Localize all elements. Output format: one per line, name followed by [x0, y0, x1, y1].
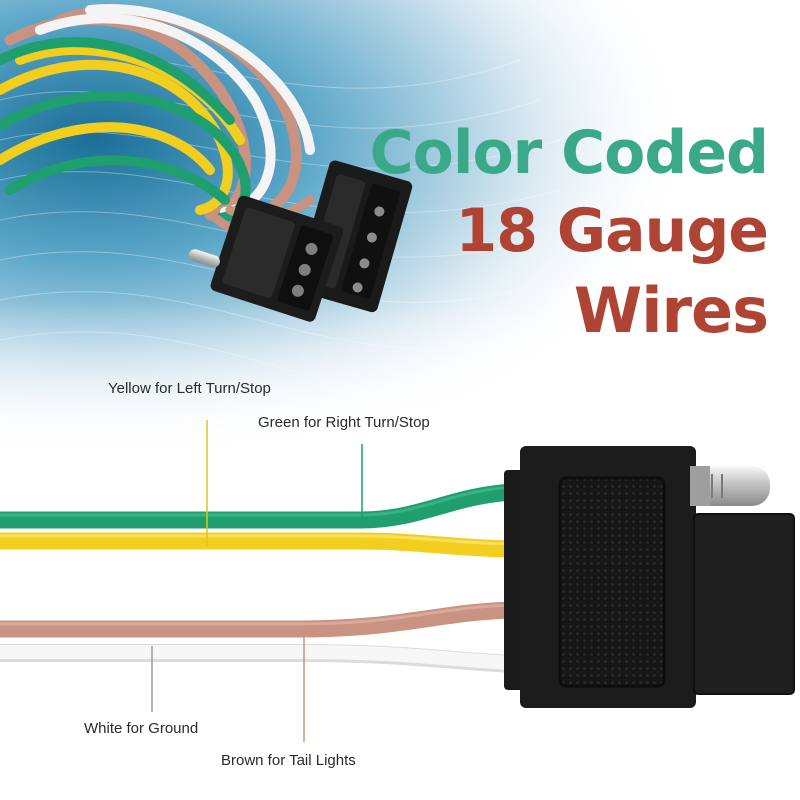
- headline-color-coded: Color Coded: [369, 118, 769, 188]
- wire-green: [0, 483, 513, 529]
- label-brown-wire: Brown for Tail Lights: [221, 752, 356, 769]
- wire-yellow: [0, 532, 513, 558]
- wire-brown: [0, 601, 513, 638]
- connector-plug-icon: [504, 446, 795, 708]
- headline-wires: Wires: [573, 274, 769, 347]
- leader-lines: [151, 420, 363, 742]
- label-yellow-wire: Yellow for Left Turn/Stop: [108, 380, 271, 397]
- label-white-wire: White for Ground: [84, 720, 199, 737]
- headline-gauge: 18 Gauge: [455, 196, 769, 266]
- label-green-wire: Green for Right Turn/Stop: [258, 414, 430, 431]
- wire-white: [0, 644, 513, 673]
- wave-background: [0, 0, 800, 470]
- connector-pair-icon: [188, 160, 413, 322]
